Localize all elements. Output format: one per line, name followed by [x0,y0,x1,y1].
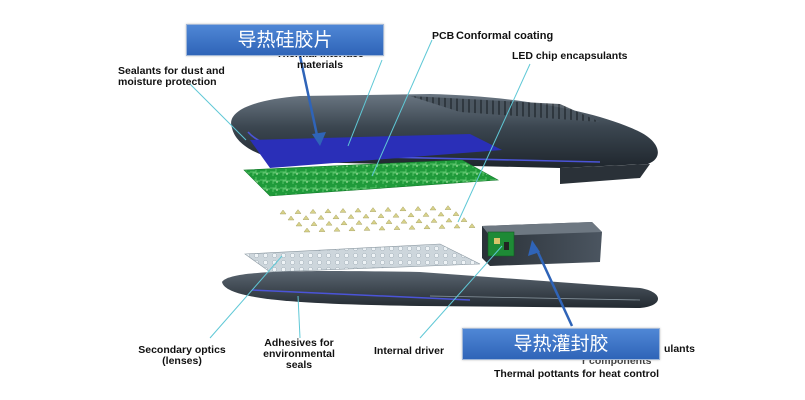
led-chip [324,208,332,213]
led-chip [332,214,340,219]
label-encapsulants-partial: ulants [664,343,695,355]
led-chip [437,211,445,217]
label-thermal-pottants: Thermal pottants for heat control [494,368,660,380]
label-conformal-coating: Conformal coating [456,30,554,42]
led-chip [407,212,415,217]
led-chip [400,218,408,224]
led-chip [318,227,326,232]
led-chip [363,226,371,231]
label-secondary-optics: Secondary optics (lenses) [138,344,226,367]
thermal-interface-layer [250,134,502,168]
led-chip [392,212,400,218]
led-chip [468,223,476,228]
led-chip [453,223,461,229]
label-led-chip-encapsulants: LED chip encapsulants [512,50,628,62]
led-chip [393,225,401,230]
led-chip [385,219,393,224]
led-chip [452,211,460,216]
led-chip [445,217,453,223]
heat-sink-fins [410,96,600,122]
led-chip [347,214,355,219]
led-chip [414,206,422,211]
label-adhesives: Adhesives for environmental seals [263,337,335,371]
led-chip [430,218,438,223]
callout-potting-compound: 导热灌封胶 [462,328,660,360]
led-chip [423,224,431,229]
led-chip [408,224,416,230]
led-chip [444,205,452,210]
led-chip [340,220,348,225]
driver-circuit-board [487,231,515,257]
led-chip [422,212,430,217]
led-chip [310,221,318,226]
led-chip [369,207,377,212]
led-chip [333,226,341,232]
label-internal-driver: Internal driver [374,345,445,357]
pcb-board [243,159,500,197]
led-chip [287,215,295,221]
led-chip [370,219,378,225]
bottom-frame [222,271,658,308]
led-chip [295,221,303,227]
internal-driver-box [482,222,602,266]
led-chip [415,218,423,223]
led-chip [279,209,287,215]
led-chip [429,205,437,211]
led-chip [317,214,325,220]
led-chip [348,226,356,231]
callout-arrows [298,55,574,327]
led-chip [384,206,392,212]
led-chip [378,225,386,231]
led-chip [302,215,310,220]
led-chip [309,208,317,214]
lens-array [244,243,481,273]
led-chip [438,224,446,229]
label-pcb: PCB [432,30,455,42]
led-chip [399,206,407,211]
led-chip [460,217,468,222]
led-chip [325,220,333,226]
led-chip [294,209,302,214]
led-chip [362,213,370,219]
label-sealants: Sealants for dust and moisture protectio… [118,65,225,88]
led-chip [377,213,385,218]
led-chip-array [279,205,476,233]
callout-thermal-pad: 导热硅胶片 [186,24,384,56]
label-components-partial: r components [582,355,652,367]
led-chip [354,207,362,213]
led-chip [355,220,363,225]
led-chip [339,208,347,213]
bottom-seal-line [251,289,471,301]
led-chip [303,227,311,233]
leader-lines [189,39,531,339]
